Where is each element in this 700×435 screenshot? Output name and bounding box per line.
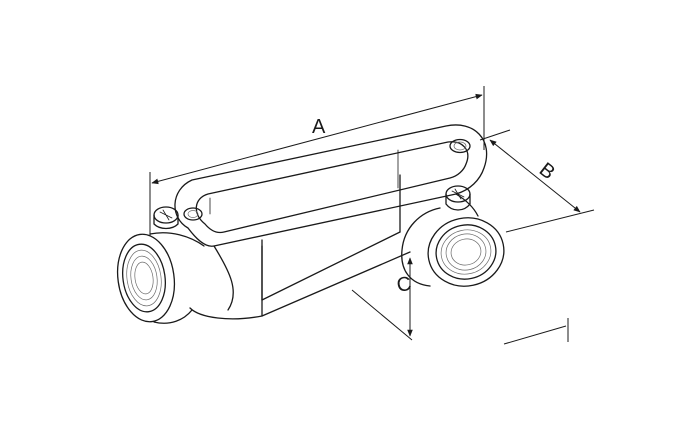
left-hub-thread-1 — [126, 249, 162, 307]
dimension-c-label: C — [395, 273, 413, 297]
left-screw-slot — [159, 209, 173, 221]
right-hub-shoulder — [455, 193, 479, 217]
left-screw-hole-outer — [183, 207, 203, 221]
left-hub-thread-2 — [130, 255, 158, 301]
right-hub-thread-1 — [440, 229, 492, 275]
left-hub-outer — [116, 233, 176, 323]
left-hub-shoulder — [213, 245, 234, 311]
dimension-c-extension-right — [503, 325, 567, 345]
right-screw-body — [445, 193, 471, 211]
right-screw-hole-outer — [449, 138, 471, 154]
dimension-b-label: B — [535, 159, 559, 185]
left-screw-hole-thread — [187, 210, 199, 218]
left-cover-screw — [153, 206, 179, 230]
dimension-a: A — [149, 86, 485, 236]
body-outer-rim — [174, 124, 488, 247]
dimension-a-line — [151, 93, 483, 185]
left-hub-inner — [122, 243, 166, 313]
left-hub-top-edge — [149, 232, 205, 247]
right-cover-screw — [445, 185, 471, 211]
right-hub-thread-2 — [445, 233, 487, 271]
left-hub-bottom-edge — [153, 309, 193, 324]
left-threaded-hub — [116, 232, 205, 324]
dimension-b-line — [489, 139, 581, 213]
right-screw-hole — [449, 138, 471, 154]
right-hub-outer — [427, 217, 505, 287]
right-hub-inner — [435, 224, 497, 280]
right-hub-thread-3 — [450, 238, 482, 266]
dimension-b-extension-bottom — [505, 209, 595, 233]
dimension-b-extension-top — [479, 129, 511, 141]
conduit-body — [116, 124, 505, 324]
dimension-c-extension-left — [351, 289, 413, 341]
dimension-c: C — [351, 257, 569, 345]
left-screw-hole — [183, 207, 203, 221]
body-opening-inner — [195, 141, 469, 234]
right-screw-slot — [451, 188, 465, 200]
dimension-a-label: A — [312, 116, 326, 138]
left-screw-body — [153, 214, 179, 230]
body-back-bottom-edge — [261, 231, 401, 301]
right-threaded-hub — [401, 207, 505, 287]
dimension-b: B — [479, 129, 595, 233]
right-screw-hole-thread — [453, 141, 467, 151]
left-hub-thread-3 — [134, 261, 154, 295]
right-hub-collar — [401, 207, 441, 287]
